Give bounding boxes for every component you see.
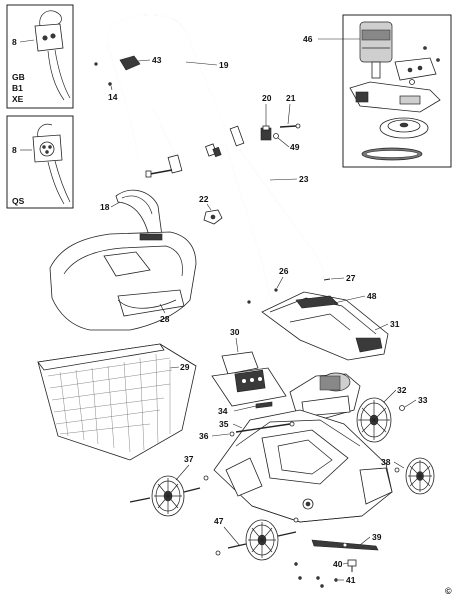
washer-38 bbox=[394, 467, 400, 473]
lower-handle-23 bbox=[225, 145, 324, 303]
grassbox-lid-28 bbox=[49, 231, 197, 331]
callout-23: 23 bbox=[299, 174, 309, 184]
motor-icon bbox=[359, 21, 393, 79]
clamp-nut-49 bbox=[273, 133, 279, 139]
callout-28: 28 bbox=[160, 314, 170, 324]
callout-27: 27 bbox=[346, 273, 356, 283]
callout-37: 37 bbox=[184, 454, 194, 464]
callout-47: 47 bbox=[214, 516, 224, 526]
callout-33: 33 bbox=[418, 395, 428, 405]
callout-30: 30 bbox=[230, 327, 240, 337]
callout-41: 41 bbox=[346, 575, 356, 585]
axle-rod-35 bbox=[235, 421, 295, 433]
callout-26: 26 bbox=[279, 266, 289, 276]
callout-34: 34 bbox=[218, 406, 228, 416]
inset-gb-b1-xe: 8 GB B1 XE bbox=[6, 4, 74, 109]
rear-wheel-32 bbox=[356, 397, 392, 443]
callout-18: 18 bbox=[100, 202, 110, 212]
washer-37 bbox=[203, 475, 209, 481]
callout-19: 19 bbox=[219, 60, 229, 70]
callout-22: 22 bbox=[199, 194, 209, 204]
basket-mesh bbox=[47, 353, 173, 453]
drive-belt-icon bbox=[361, 147, 423, 161]
inset-gb-region-xe: XE bbox=[12, 94, 24, 104]
motor-assembly-icon bbox=[289, 372, 361, 419]
callout-48: 48 bbox=[367, 291, 377, 301]
callout-39: 39 bbox=[372, 532, 382, 542]
motor-bracket-icon bbox=[394, 46, 440, 85]
switch-box-icon bbox=[34, 10, 71, 101]
screw-27 bbox=[323, 278, 331, 281]
cable-clip-43 bbox=[94, 55, 141, 71]
screw-36 bbox=[229, 431, 235, 437]
blade-39 bbox=[311, 539, 379, 551]
callout-40: 40 bbox=[333, 559, 343, 569]
control-module-30 bbox=[211, 351, 287, 407]
axle-spring-34 bbox=[255, 401, 273, 409]
screw-26 bbox=[247, 288, 278, 304]
screws-41 bbox=[294, 562, 338, 588]
washer-47b bbox=[293, 517, 299, 523]
inset-motor-46: 46 bbox=[303, 14, 452, 168]
callout-46: 46 bbox=[303, 34, 313, 44]
blade-bolt-40 bbox=[347, 559, 357, 572]
inset-gb-region-gb: GB bbox=[12, 72, 25, 82]
callout-20: 20 bbox=[262, 93, 272, 103]
washer-47 bbox=[215, 550, 221, 556]
callout-14: 14 bbox=[108, 92, 118, 102]
grassbox-basket-29 bbox=[37, 343, 197, 461]
copyright-mark: © bbox=[445, 586, 452, 596]
handle-clamp-20 bbox=[260, 125, 272, 141]
handle-knob-22 bbox=[203, 209, 223, 225]
motor-cover-48 bbox=[261, 291, 389, 361]
inset-qs: 8 QS bbox=[6, 115, 74, 209]
handle-clip-pair bbox=[205, 143, 222, 158]
upper-handle-19 bbox=[106, 14, 245, 174]
rear-wheel-38 bbox=[405, 457, 435, 495]
wheel-nut-33 bbox=[399, 405, 405, 411]
motor-housing-icon bbox=[349, 81, 441, 113]
mower-deck bbox=[213, 409, 393, 523]
callout-36: 36 bbox=[199, 431, 209, 441]
callout-32: 32 bbox=[397, 385, 407, 395]
callout-49: 49 bbox=[290, 142, 300, 152]
inset-gb-region-b1: B1 bbox=[12, 83, 23, 93]
callout-21: 21 bbox=[286, 93, 296, 103]
front-wheel-37 bbox=[129, 475, 201, 517]
callout-35: 35 bbox=[219, 419, 229, 429]
clamp-bolt-21 bbox=[279, 123, 301, 129]
pulley-icon bbox=[379, 117, 429, 139]
switch-box-plug-icon bbox=[32, 123, 71, 205]
screw-14 bbox=[108, 82, 113, 91]
inset-gb-part-label: 8 bbox=[12, 37, 17, 47]
callout-29: 29 bbox=[180, 362, 190, 372]
handle-bolt bbox=[145, 169, 173, 178]
callout-43: 43 bbox=[152, 55, 162, 65]
inset-qs-part-label: 8 bbox=[12, 145, 17, 155]
inset-qs-region: QS bbox=[12, 196, 25, 206]
callout-31: 31 bbox=[390, 319, 400, 329]
front-wheel-47 bbox=[227, 519, 297, 561]
callout-38: 38 bbox=[381, 457, 391, 467]
